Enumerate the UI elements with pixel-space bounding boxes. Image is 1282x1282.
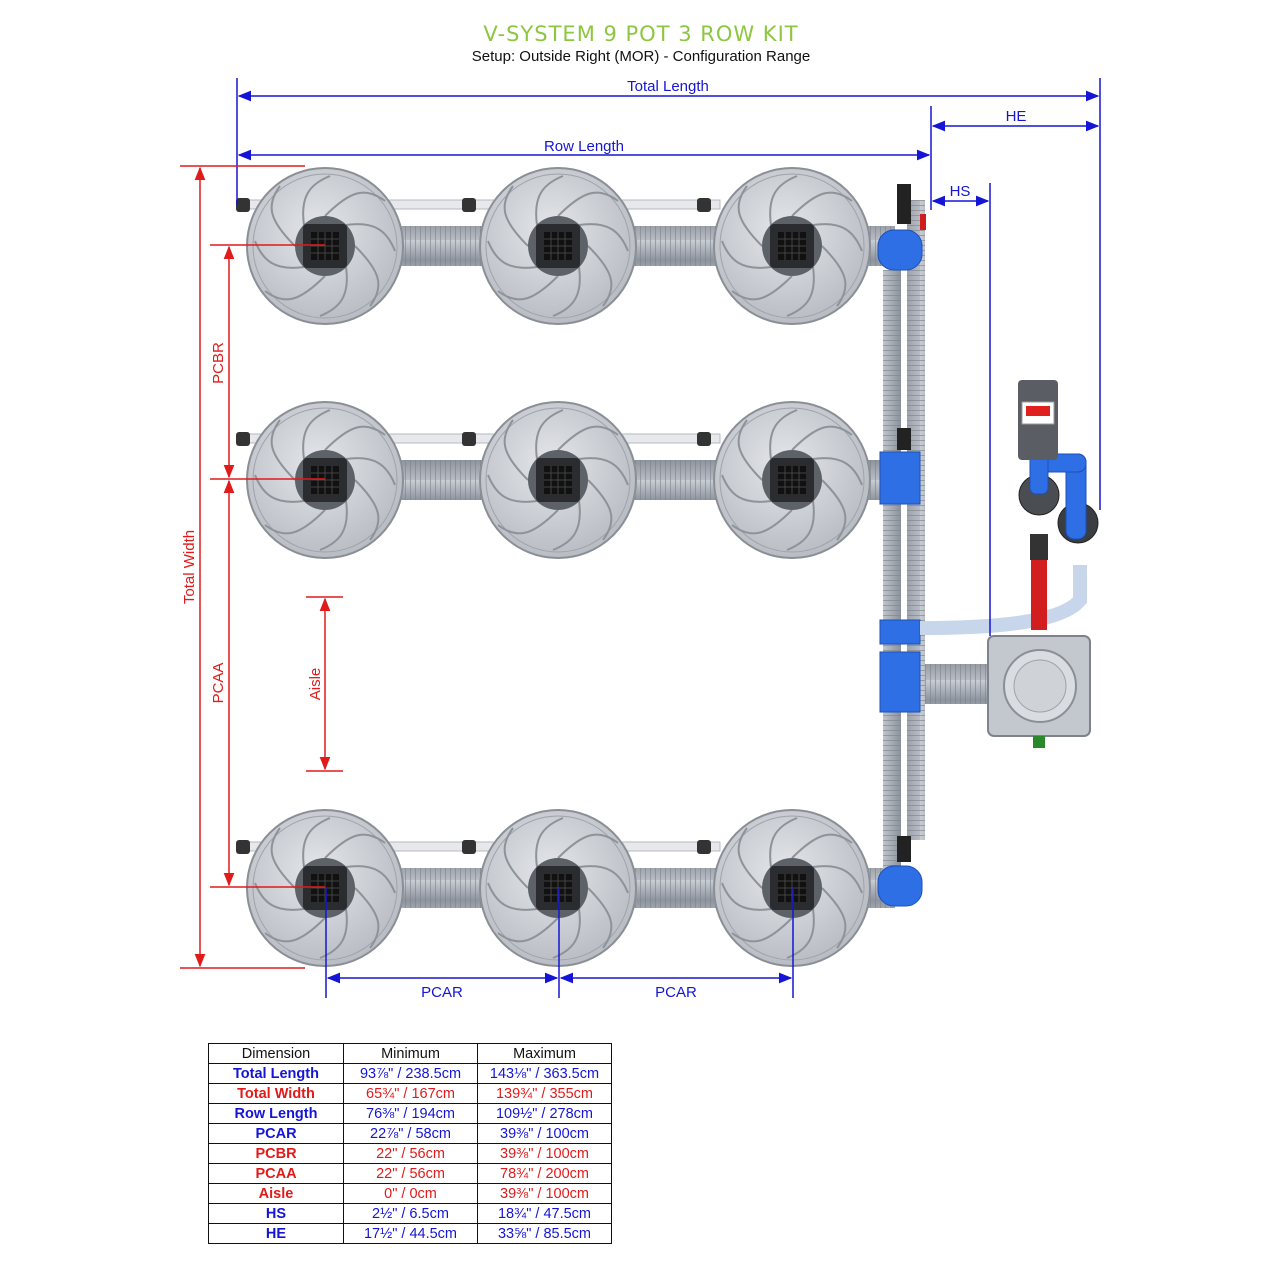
row-minimum: 65¾" / 167cm — [343, 1083, 478, 1104]
row-minimum: 22" / 56cm — [343, 1143, 478, 1164]
row-minimum: 2½" / 6.5cm — [343, 1203, 478, 1224]
header-maximum: Maximum — [477, 1043, 612, 1064]
pot-r3-c2 — [479, 809, 637, 967]
label-pcar-1: PCAR — [421, 984, 463, 1001]
pot-r1-c1 — [246, 167, 404, 325]
row-maximum: 33⅝" / 85.5cm — [477, 1223, 612, 1244]
row-dimension: PCAA — [208, 1163, 344, 1184]
system-diagram: Total Length HE Row Length HS PCAR PCAR … — [180, 78, 1101, 1001]
label-aisle: Aisle — [307, 668, 324, 701]
diagram-subtitle: Setup: Outside Right (MOR) - Configurati… — [471, 48, 811, 65]
row-minimum: 93⅞" / 238.5cm — [343, 1063, 478, 1084]
reservoir-assembly — [919, 380, 1099, 748]
header-dimension: Dimension — [208, 1043, 344, 1064]
pot-r2-c1 — [246, 401, 404, 559]
row-minimum: 76⅜" / 194cm — [343, 1103, 478, 1124]
pot-r3-c1 — [246, 809, 404, 967]
label-pcar-2: PCAR — [655, 984, 697, 1001]
row-dimension: PCBR — [208, 1143, 344, 1164]
row-dimension: Total Length — [208, 1063, 344, 1084]
row-maximum: 109½" / 278cm — [477, 1103, 612, 1124]
row-maximum: 139¾" / 355cm — [477, 1083, 612, 1104]
row-maximum: 143⅛" / 363.5cm — [477, 1063, 612, 1084]
label-total-width: Total Width — [181, 530, 198, 604]
row-dimension: Row Length — [208, 1103, 344, 1124]
red-dimensions — [180, 165, 343, 969]
pots — [246, 167, 871, 967]
row-maximum: 39⅜" / 100cm — [477, 1183, 612, 1204]
blue-dimensions — [236, 78, 1101, 998]
row-dimension: Aisle — [208, 1183, 344, 1204]
valves — [236, 198, 711, 854]
header-minimum: Minimum — [343, 1043, 478, 1064]
label-hs: HS — [950, 183, 971, 200]
row-dimension: PCAR — [208, 1123, 344, 1144]
row-minimum: 22" / 56cm — [343, 1163, 478, 1184]
row-maximum: 39⅜" / 100cm — [477, 1123, 612, 1144]
pot-r3-c3 — [713, 809, 871, 967]
pot-r1-c2 — [479, 167, 637, 325]
label-pcaa: PCAA — [210, 663, 227, 704]
pot-r1-c3 — [713, 167, 871, 325]
pot-r2-c3 — [713, 401, 871, 559]
label-he: HE — [1006, 108, 1027, 125]
label-total-length: Total Length — [627, 78, 709, 95]
row-minimum: 17½" / 44.5cm — [343, 1223, 478, 1244]
row-minimum: 0" / 0cm — [343, 1183, 478, 1204]
row-maximum: 18¾" / 47.5cm — [477, 1203, 612, 1224]
row-minimum: 22⅞" / 58cm — [343, 1123, 478, 1144]
row-maximum: 39⅜" / 100cm — [477, 1143, 612, 1164]
table-header-row: Dimension Minimum Maximum — [208, 1043, 612, 1064]
pot-r2-c2 — [479, 401, 637, 559]
row-dimension: HS — [208, 1203, 344, 1224]
label-row-length: Row Length — [544, 138, 624, 155]
row-dimension: Total Width — [208, 1083, 344, 1104]
row-dimension: HE — [208, 1223, 344, 1244]
row-maximum: 78¾" / 200cm — [477, 1163, 612, 1184]
manifold-pipe — [877, 184, 926, 907]
label-pcbr: PCBR — [210, 342, 227, 384]
diagram-title: V-SYSTEM 9 POT 3 ROW KIT — [483, 22, 799, 46]
